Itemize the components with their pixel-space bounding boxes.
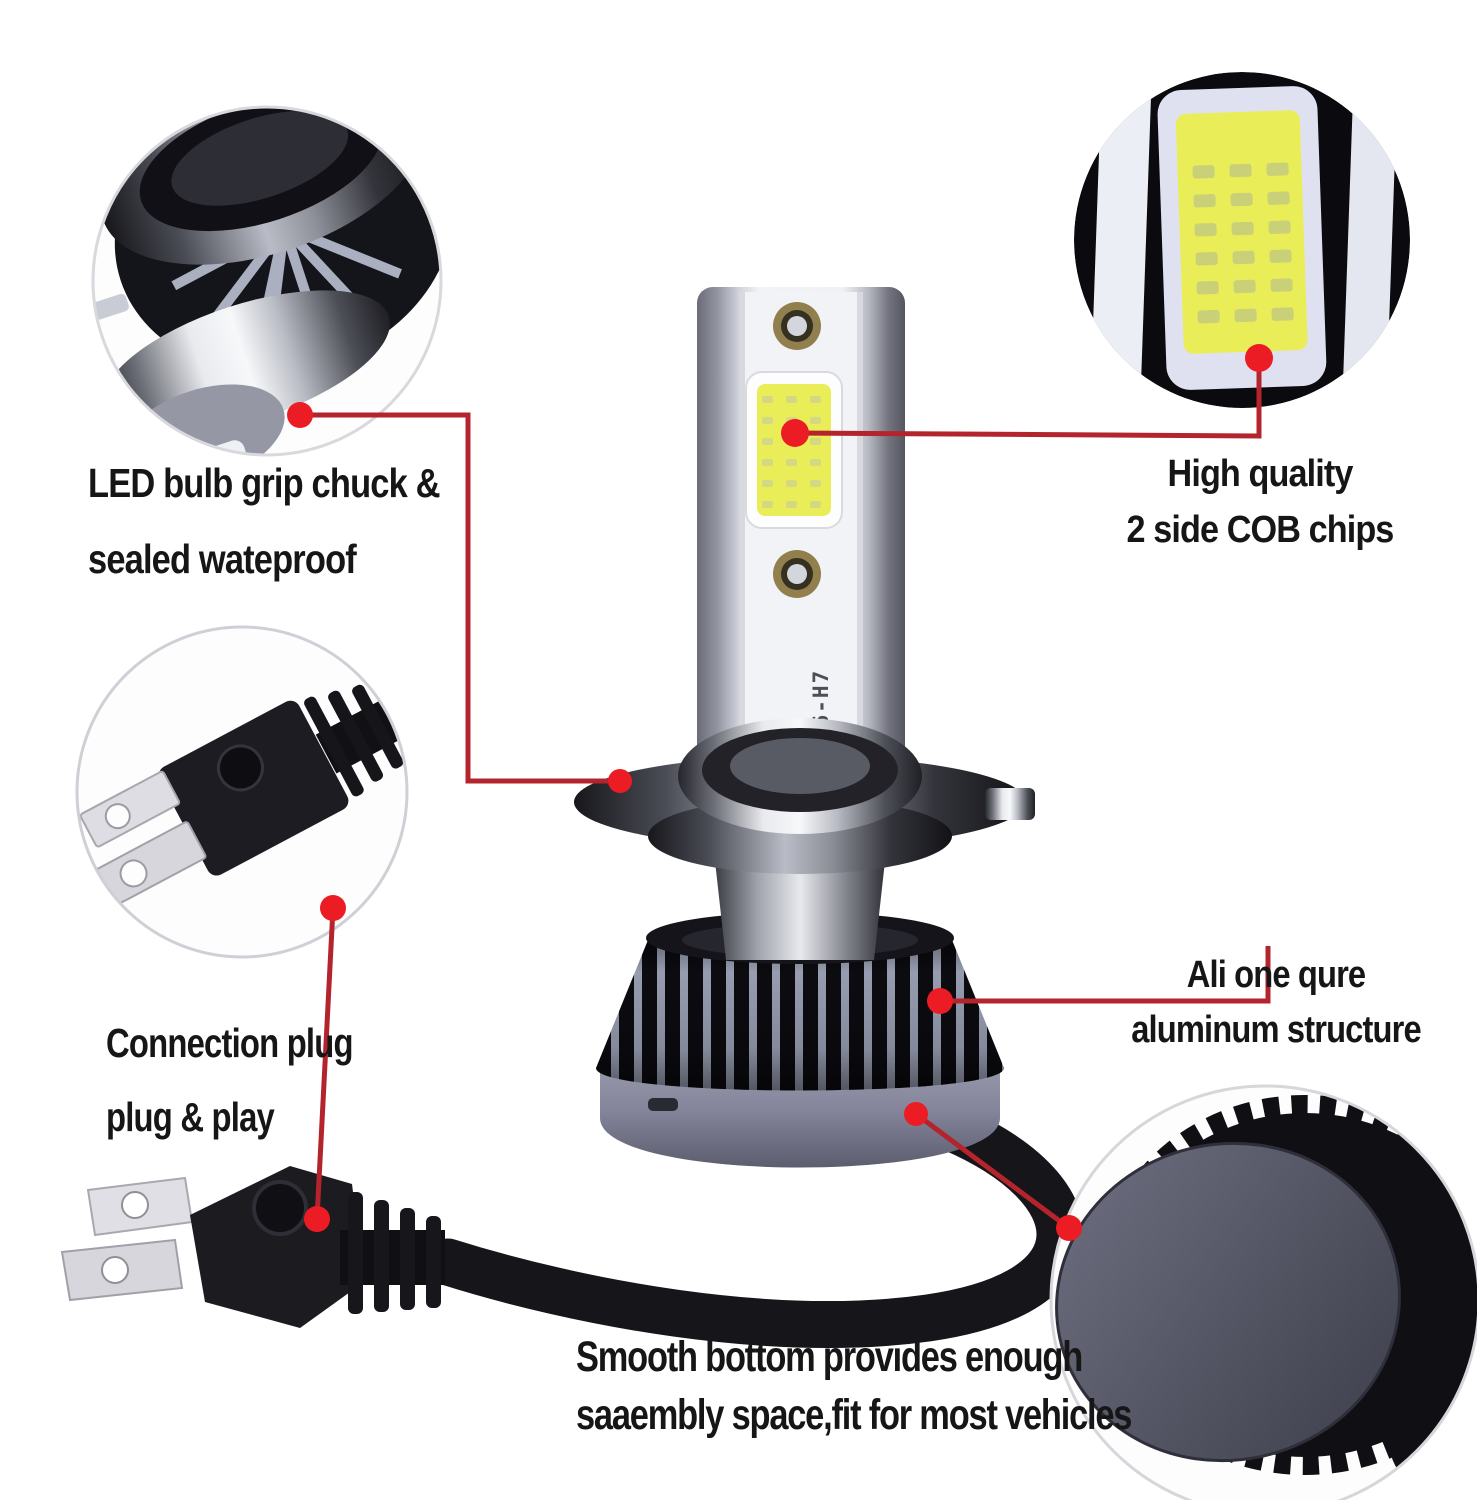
power-cable — [424, 1104, 1084, 1348]
label-aluminum-structure-line1: Ali one qure — [1186, 954, 1366, 996]
base-slot — [648, 1098, 678, 1111]
label-connection-plug-line1: Connection plug — [106, 1020, 354, 1066]
connector-plug — [60, 1166, 445, 1328]
leader-dot — [608, 769, 632, 793]
label-cob-chips: High quality 2 side COB chips — [1098, 446, 1422, 558]
leader-dot — [927, 988, 953, 1014]
leader-dot — [1056, 1215, 1082, 1241]
leader-line-smooth-bottom — [914, 1111, 1071, 1231]
label-connection-plug-line2: plug & play — [106, 1094, 275, 1140]
leader-dot — [1245, 344, 1273, 372]
leader-dot — [904, 1102, 928, 1126]
label-connection-plug: Connection plug plug & play — [106, 1006, 354, 1154]
label-cob-chips-line1: High quality — [1167, 453, 1354, 495]
leader-dot — [287, 402, 313, 428]
leader-lines — [300, 359, 1271, 1231]
leader-line-aluminum — [940, 946, 1271, 1004]
bulb-body: 06-H7 — [697, 287, 905, 805]
label-aluminum-structure-line2: aluminum structure — [1131, 1009, 1421, 1051]
cob-chip — [745, 371, 843, 529]
label-grip-chuck-line2: sealed wateproof — [88, 536, 357, 582]
closeup-connector-plug — [75, 625, 409, 959]
bulb-neck — [714, 852, 886, 960]
label-aluminum-structure: Ali one qure aluminum structure — [1104, 948, 1448, 1058]
leader-line-cob-chip — [794, 359, 1262, 439]
leader-line-connection-plug — [314, 907, 336, 1220]
label-grip-chuck: LED bulb grip chuck & sealed wateproof — [88, 445, 440, 597]
bottom-screw — [773, 550, 821, 598]
grip-chuck-collar — [574, 718, 1035, 874]
top-screw — [773, 302, 821, 350]
label-smooth-bottom-line2: saaembly space,fit for most vehicles — [576, 1391, 1132, 1439]
plug-strain-relief — [340, 1192, 445, 1314]
closeup-smooth-bottom — [1049, 1084, 1477, 1500]
collar-tab — [985, 788, 1035, 820]
label-smooth-bottom-line1: Smooth bottom provides enough — [576, 1333, 1083, 1381]
leader-dot — [304, 1206, 330, 1232]
label-smooth-bottom: Smooth bottom provides enough saaembly s… — [576, 1328, 1132, 1444]
label-grip-chuck-line1: LED bulb grip chuck & — [88, 460, 440, 506]
leader-dots — [287, 344, 1273, 1241]
closeup-cob-chip — [1074, 72, 1410, 408]
closeup-chip-dots — [1192, 162, 1294, 324]
leader-dot — [781, 419, 809, 447]
label-cob-chips-line2: 2 side COB chips — [1126, 509, 1395, 551]
leader-line-grip-chuck — [300, 412, 618, 784]
leader-dot — [320, 895, 346, 921]
